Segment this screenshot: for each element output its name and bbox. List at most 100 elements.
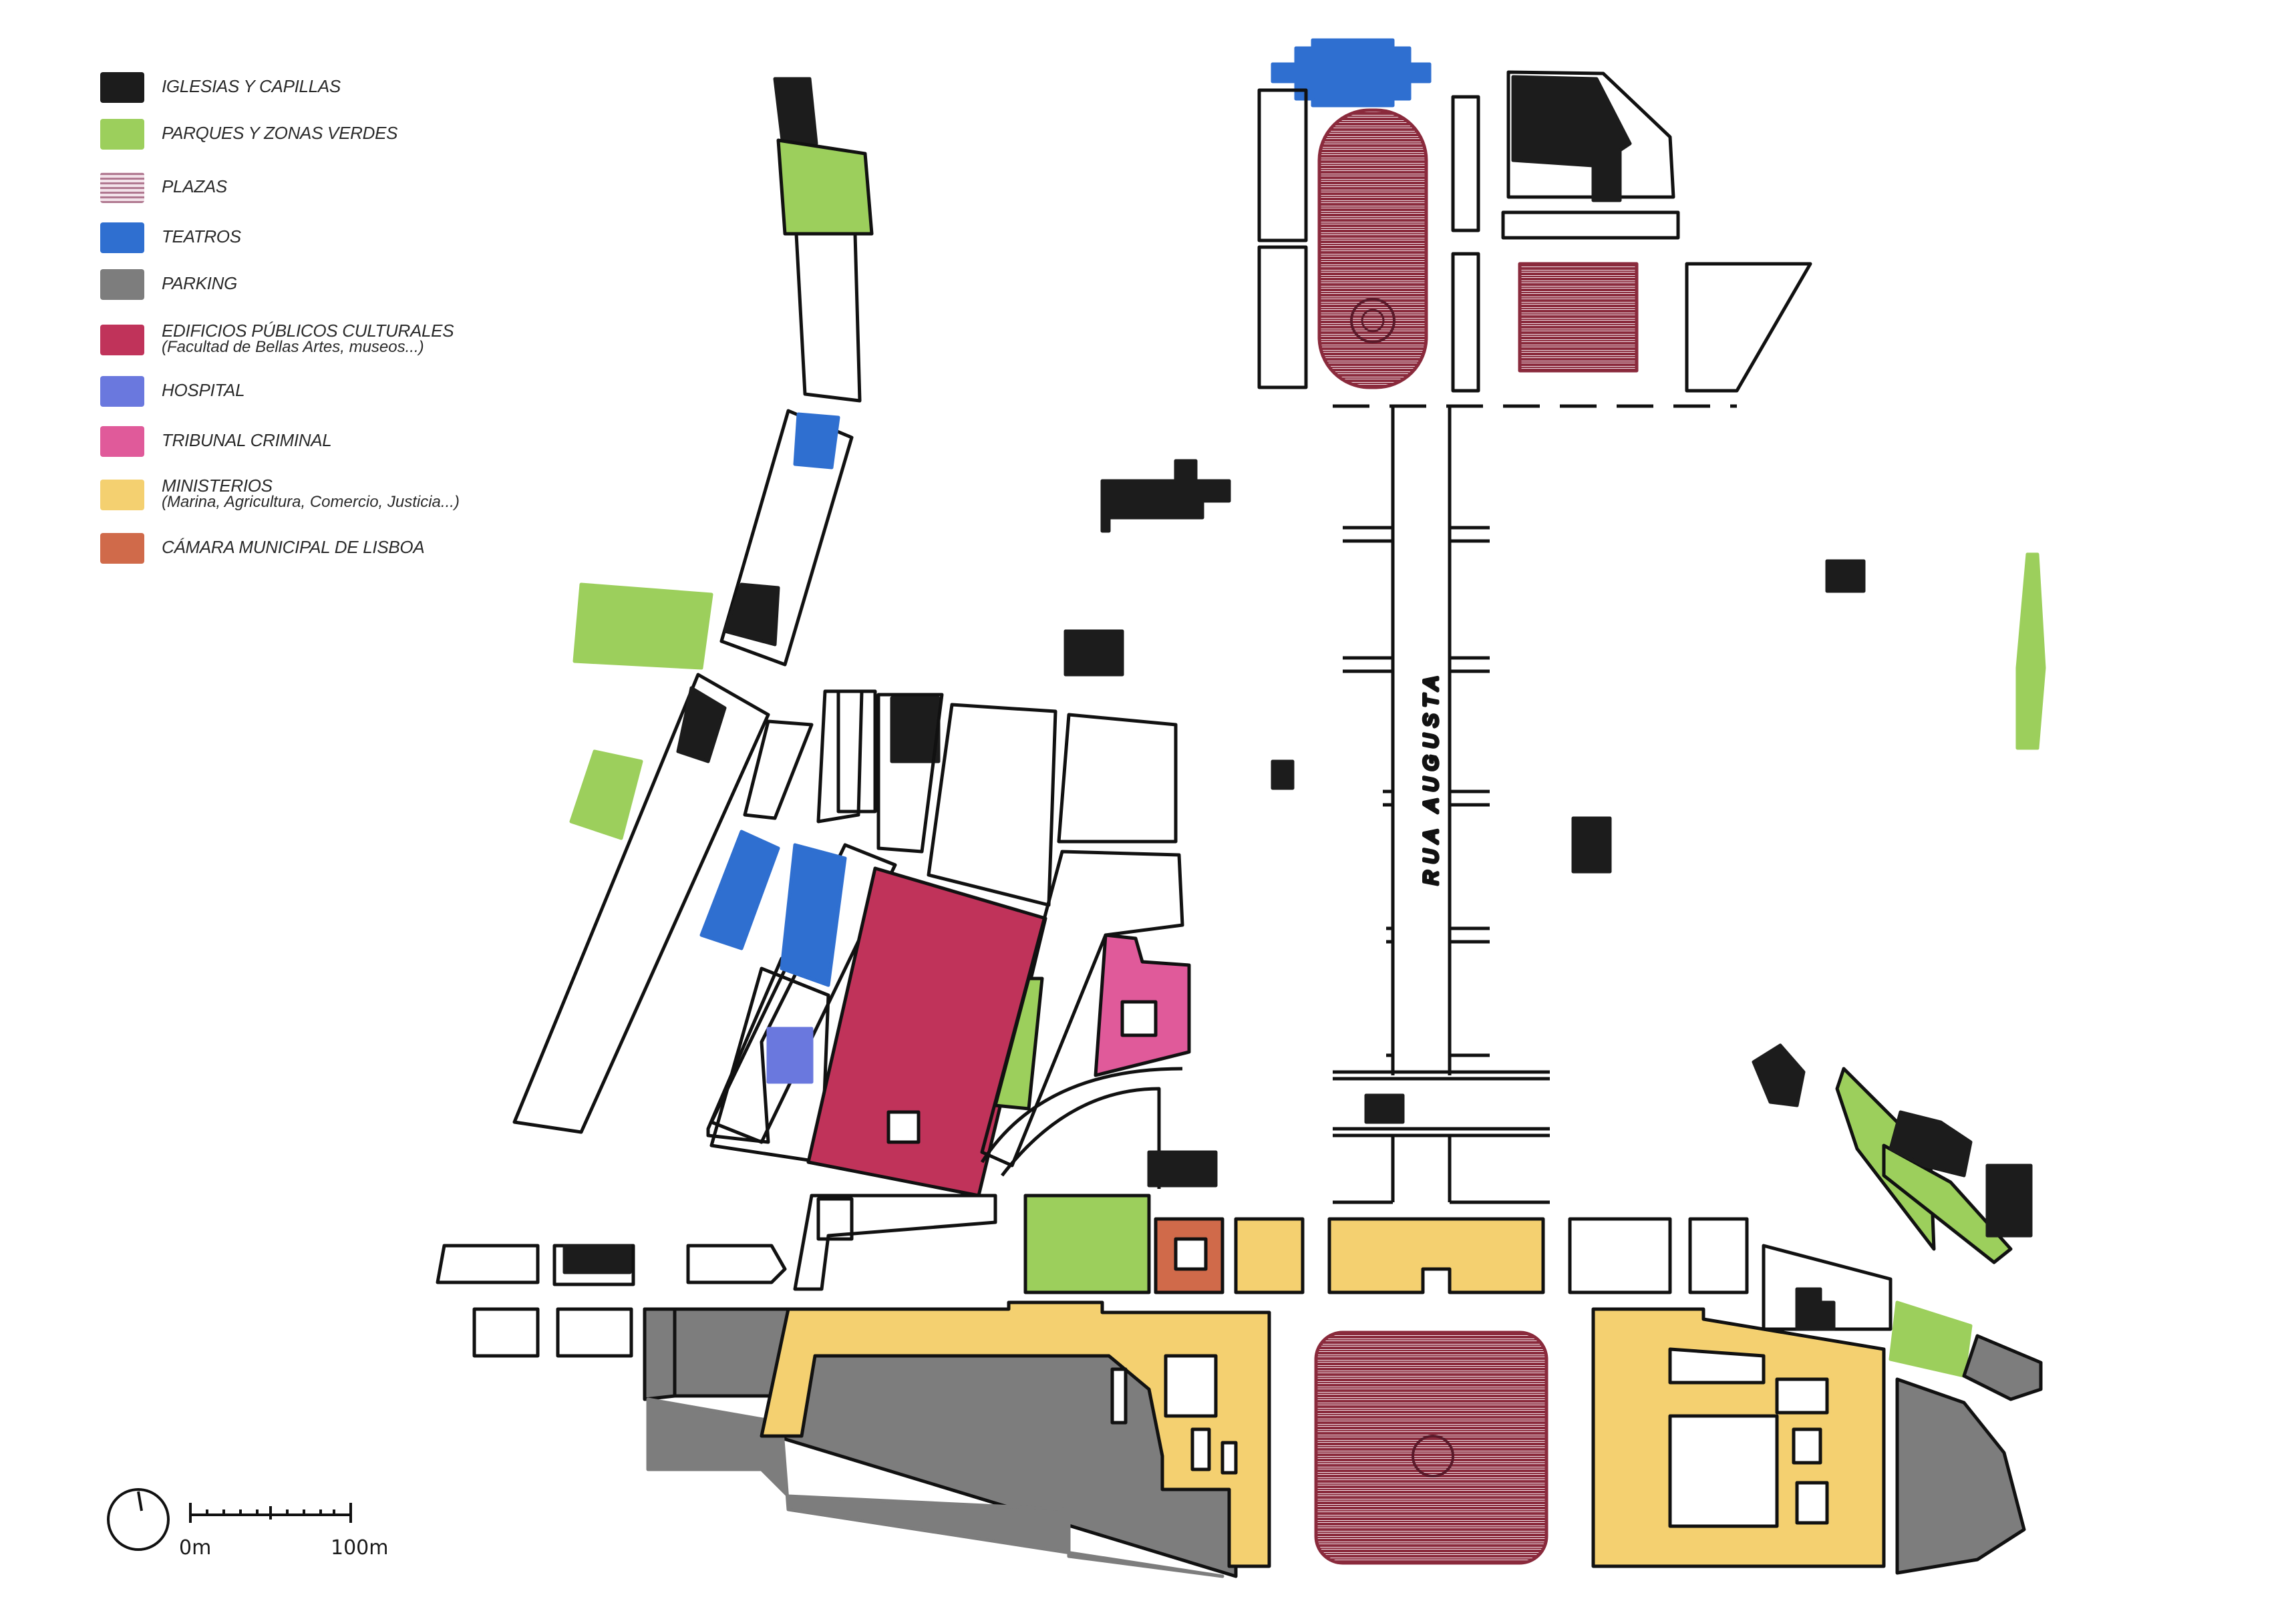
church: [1889, 1110, 1973, 1178]
church: [723, 582, 780, 647]
green-park: [1023, 1194, 1151, 1294]
ministry: [1234, 1217, 1305, 1294]
theatre-national: [1271, 38, 1432, 108]
church: [562, 1244, 632, 1274]
curved-street: [980, 1067, 1183, 1189]
cultural-museum: [806, 866, 1047, 1198]
scale-bar: [189, 1503, 352, 1523]
plaza-figueira: [1518, 262, 1639, 373]
church: [1147, 1150, 1218, 1188]
block: [1257, 88, 1308, 242]
parking: [646, 1397, 1224, 1578]
legend-label: PARQUES Y ZONAS VERDES: [162, 123, 398, 143]
block: [1762, 1244, 1893, 1331]
church: [1795, 1287, 1836, 1331]
legend-label: EDIFICIOS PÚBLICOS CULTURALES: [162, 321, 454, 341]
green-park: [569, 749, 643, 840]
courtyard: [1668, 1414, 1779, 1528]
legend-label: PARKING: [162, 273, 237, 293]
block: [836, 689, 877, 814]
church: [1063, 629, 1124, 677]
block: [556, 1307, 633, 1358]
courtyard: [1220, 1441, 1238, 1475]
courtyard: [1775, 1377, 1829, 1415]
block: [743, 719, 814, 820]
scale-end-label: 100m: [331, 1536, 389, 1560]
parking: [1962, 1334, 2043, 1401]
courtyard: [886, 1110, 921, 1144]
legend-swatch: [100, 426, 144, 457]
ministry: [760, 1300, 1271, 1568]
legend-label: CÁMARA MUNICIPAL DE LISBOA: [162, 537, 425, 557]
block: [1451, 95, 1480, 232]
courtyard: [1120, 1000, 1158, 1037]
scale-start-label: 0m: [179, 1536, 212, 1560]
legend-swatch: [100, 119, 144, 150]
courtyard: [1190, 1427, 1211, 1471]
green-park: [1889, 1300, 1973, 1378]
legend-swatch: [100, 269, 144, 300]
block: [1257, 245, 1308, 389]
legend-label: TRIBUNAL CRIMINAL: [162, 430, 332, 450]
legend-label: MINISTERIOS: [162, 476, 273, 496]
block: [472, 1307, 540, 1358]
rua-augusta: RUA AUGUSTA: [1333, 406, 1550, 1204]
block: [794, 232, 862, 403]
legend-label: PLAZAS: [162, 176, 227, 196]
church: [1825, 559, 1866, 593]
courtyard: [1174, 1237, 1208, 1271]
parking: [1895, 1377, 2026, 1575]
block: [793, 1194, 997, 1291]
block: [1688, 1217, 1749, 1294]
legend-label: IGLESIAS Y CAPILLAS: [162, 76, 341, 96]
courtyard: [1164, 1354, 1218, 1418]
courtyard: [1795, 1481, 1829, 1525]
legend-label: TEATROS: [162, 226, 241, 246]
church: [1100, 459, 1231, 533]
block: [876, 693, 944, 854]
plaza-rossio: [1317, 108, 1428, 389]
legend-swatch: [100, 172, 144, 203]
green-park: [776, 138, 874, 236]
legend-swatch: [100, 222, 144, 253]
church: [1271, 759, 1295, 790]
block: [816, 1197, 854, 1241]
legend-sublabel: (Facultad de Bellas Artes, museos...): [162, 338, 424, 356]
block: [686, 1244, 787, 1284]
courtyard: [1668, 1347, 1766, 1385]
ministry: [1327, 1217, 1545, 1294]
parking: [643, 1307, 677, 1401]
theatre: [699, 830, 780, 950]
block: [1685, 262, 1812, 393]
green-strip: [2015, 552, 2046, 750]
hospital: [766, 1027, 814, 1084]
block: [1568, 1217, 1672, 1294]
north-indicator: [107, 1488, 170, 1551]
church: [1364, 1093, 1405, 1124]
legend-swatch: [100, 325, 144, 355]
church: [1571, 816, 1612, 874]
block: [1451, 252, 1480, 393]
block: [927, 703, 1057, 907]
legend-swatch: [100, 480, 144, 510]
church: [890, 696, 941, 763]
church: [676, 686, 727, 763]
block: [512, 673, 770, 1134]
legend-sublabel: (Marina, Agricultura, Comercio, Justicia…: [162, 493, 460, 511]
block: [436, 1244, 540, 1284]
legend-swatch: [100, 533, 144, 564]
green-park: [1882, 1143, 2013, 1264]
courtyard: [1110, 1367, 1128, 1425]
block-ne-church: [1501, 70, 1680, 240]
legend-swatch: [100, 376, 144, 407]
theatre: [780, 843, 847, 987]
plaza-comercio: [1314, 1330, 1548, 1565]
courtyard: [1792, 1427, 1822, 1465]
green-park: [572, 582, 713, 670]
block: [1057, 713, 1178, 844]
legend-label: HOSPITAL: [162, 380, 245, 400]
church: [1752, 1043, 1806, 1107]
legend-swatch: [100, 72, 144, 103]
church: [1985, 1164, 2033, 1238]
